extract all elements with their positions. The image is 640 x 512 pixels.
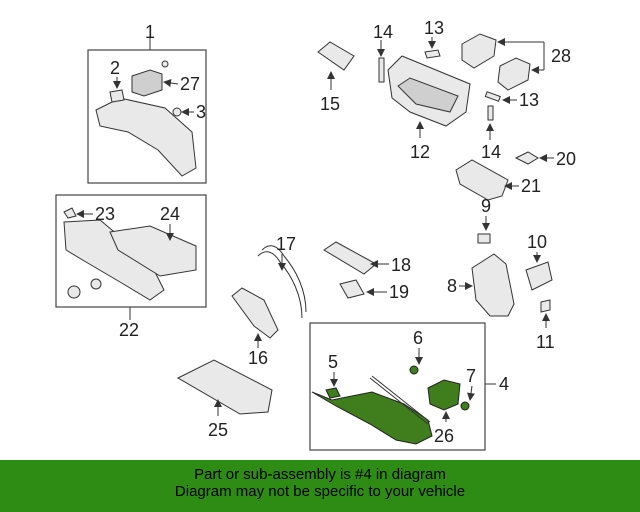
part-13-clip-top[interactable] (424, 49, 441, 59)
part-28-vent-upper[interactable] (461, 33, 497, 69)
part-3-screw[interactable] (172, 107, 182, 117)
part-14-strip-top[interactable] (378, 57, 385, 83)
vehicle-fit-banner: Part or sub-assembly is #4 in diagram Di… (0, 460, 640, 512)
part-27-vent[interactable] (131, 69, 163, 97)
label-8: 8 (447, 276, 457, 296)
label-1: 1 (145, 22, 155, 42)
label-3: 3 (196, 102, 206, 122)
label-7: 7 (466, 366, 476, 386)
label-26: 26 (434, 426, 454, 446)
part-2-clip[interactable] (109, 89, 125, 103)
label-19: 19 (389, 282, 409, 302)
label-21: 21 (521, 176, 541, 196)
label-13-lower: 13 (519, 90, 539, 110)
part-19-mat[interactable] (339, 279, 365, 299)
group-box-1 (87, 49, 207, 184)
label-12: 12 (410, 142, 430, 162)
label-9: 9 (481, 196, 491, 216)
label-11: 11 (536, 332, 555, 352)
exploded-parts-diagram: 1 2 27 3 23 24 22 14 13 15 12 28 13 14 2… (55, 18, 576, 451)
part-15-bezel[interactable] (317, 41, 355, 71)
part-17-seal[interactable] (261, 245, 307, 313)
part-21-switch-panel[interactable] (455, 159, 509, 201)
part-5-clip-highlight[interactable] (325, 387, 341, 399)
label-13-top: 13 (424, 18, 444, 38)
label-22: 22 (119, 320, 139, 340)
part-26-vent-highlight[interactable] (427, 379, 461, 411)
label-4: 4 (499, 374, 509, 394)
part-22-fastener-a[interactable] (67, 285, 81, 299)
part-screw-small[interactable] (161, 60, 169, 68)
label-14-top: 14 (373, 22, 393, 42)
label-27: 27 (180, 74, 200, 94)
part-23-clip[interactable] (63, 207, 77, 219)
part-6-screw-highlight[interactable] (409, 365, 419, 375)
part-22-fastener-b[interactable] (90, 278, 102, 290)
label-16: 16 (248, 348, 268, 368)
part-24-bracket[interactable] (109, 225, 197, 277)
label-6: 6 (413, 328, 423, 348)
banner-line-2: Diagram may not be specific to your vehi… (174, 483, 466, 500)
part-25-cover[interactable] (176, 359, 273, 415)
part-4-trim-strip[interactable] (369, 377, 429, 425)
part-8-door-panel[interactable] (471, 253, 515, 317)
part-28-vent-lower[interactable] (497, 57, 531, 91)
part-13-clip-lower[interactable] (484, 91, 501, 102)
part-20-cap[interactable] (514, 151, 539, 165)
label-28: 28 (551, 46, 571, 66)
label-14-lower: 14 (481, 142, 501, 162)
label-20: 20 (556, 149, 576, 169)
part-10-switch[interactable] (525, 261, 553, 291)
group-box-22 (55, 194, 207, 308)
part-9-clip[interactable] (477, 233, 491, 244)
part-4-lower-panel-highlight[interactable] (311, 391, 433, 445)
label-2: 2 (110, 58, 120, 78)
part-18-tray[interactable] (323, 241, 377, 275)
label-23: 23 (95, 204, 115, 224)
label-24: 24 (160, 204, 180, 224)
part-11-clip[interactable] (540, 299, 551, 313)
label-18: 18 (391, 255, 411, 275)
part-14-strip-lower[interactable] (487, 105, 494, 121)
part-7-screw-highlight[interactable] (460, 401, 470, 411)
label-17: 17 (276, 234, 296, 254)
label-10: 10 (527, 232, 547, 252)
group-box-4 (309, 322, 486, 451)
label-5: 5 (328, 352, 338, 372)
part-12-opening[interactable] (397, 77, 459, 113)
label-25: 25 (208, 420, 228, 440)
part-16-trim[interactable] (231, 287, 279, 339)
banner-line-1: Part or sub-assembly is #4 in diagram (194, 466, 446, 483)
part-22-trim[interactable] (63, 219, 165, 301)
part-1-trim-panel[interactable] (95, 97, 197, 177)
label-15: 15 (320, 94, 340, 114)
